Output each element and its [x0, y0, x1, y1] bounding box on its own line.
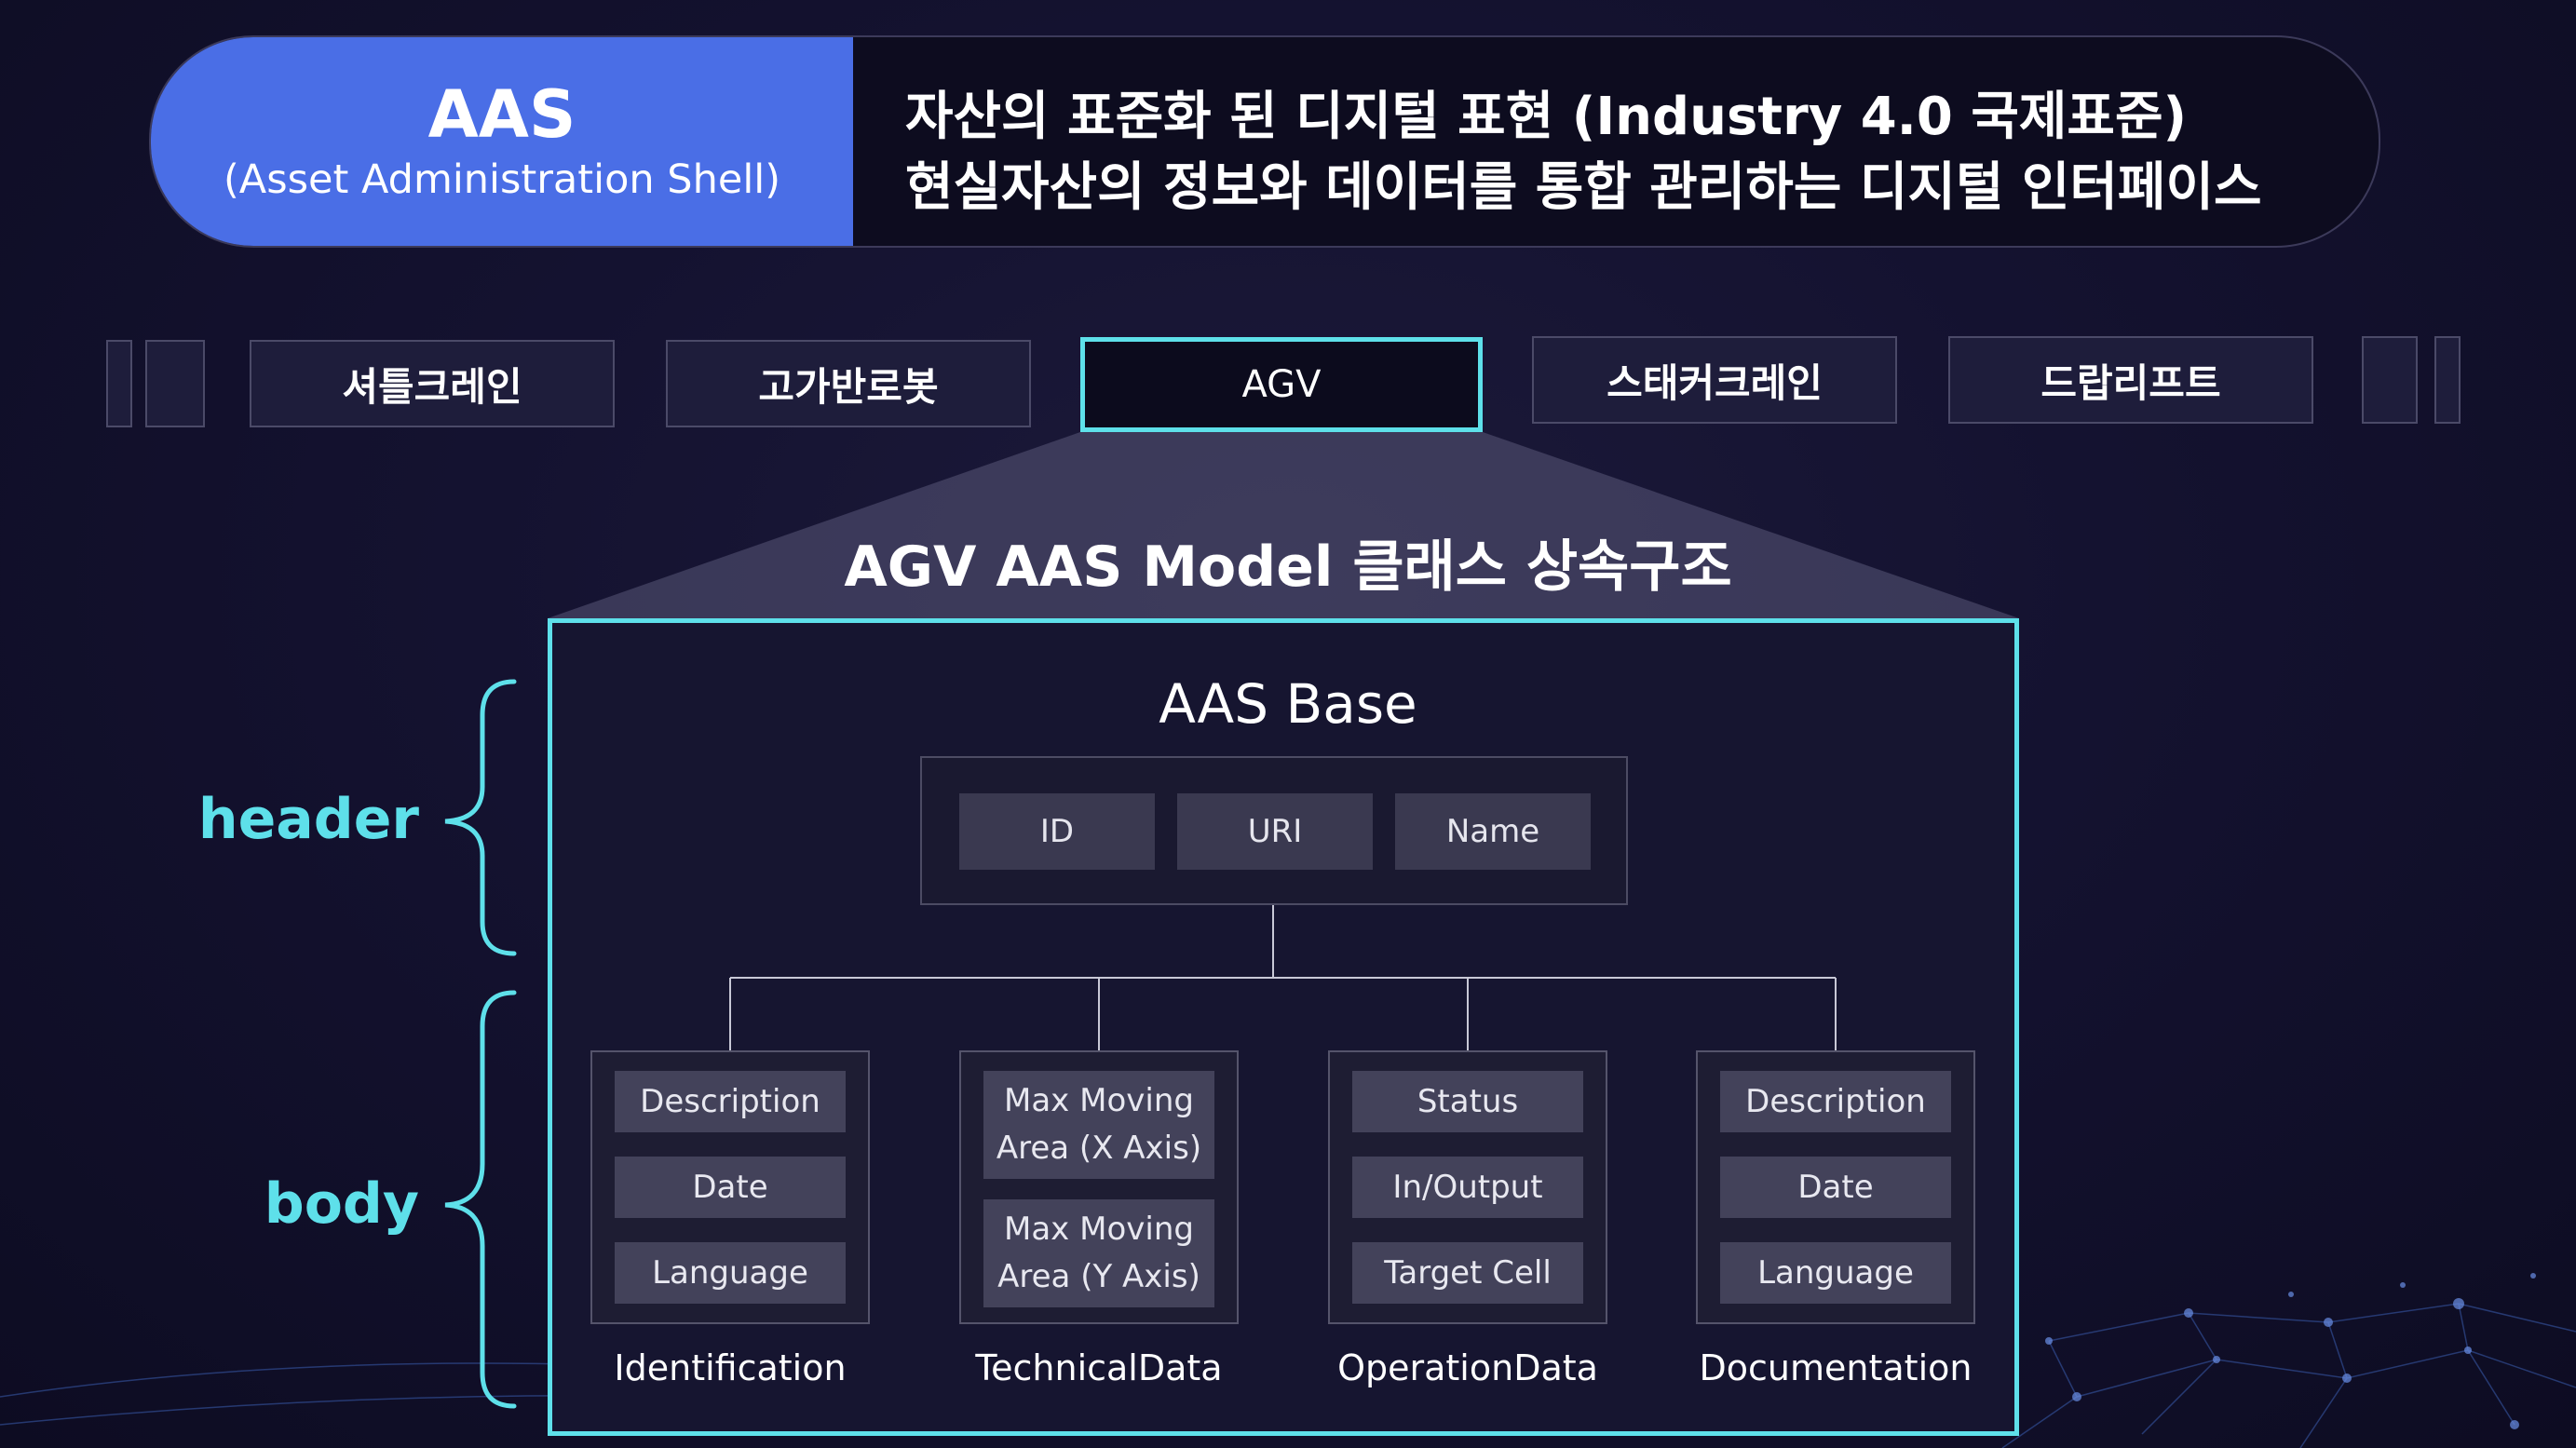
group-label-technicaldata: TechnicalData [975, 1347, 1223, 1388]
operationdata-item-target-cell: Target Cell [1352, 1242, 1583, 1304]
tab-stub-left-outer [106, 340, 132, 427]
model-title: AGV AAS Model 클래스 상속구조 [844, 535, 1732, 600]
technicaldata-item-x-axis: Max Moving Area (X Axis) [983, 1071, 1214, 1179]
tab-stub-right-outer [2434, 336, 2461, 424]
technicaldata-item-y-axis: Max Moving Area (Y Axis) [983, 1199, 1214, 1307]
identification-item-language: Language [615, 1242, 846, 1304]
tab-shuttle-crane[interactable]: 셔틀크레인 [250, 340, 615, 427]
tab-stub-left-inner [145, 340, 205, 427]
aas-banner-line-2: 현실자산의 정보와 데이터를 통합 관리하는 디지털 인터페이스 [905, 157, 2262, 218]
group-technicaldata: Max Moving Area (X Axis) Max Moving Area… [959, 1050, 1239, 1324]
documentation-item-description: Description [1720, 1071, 1951, 1132]
aas-banner-line-1: 자산의 표준화 된 디지털 표현 (Industry 4.0 국제표준) [905, 87, 2188, 147]
tab-stub-right-inner [2362, 336, 2418, 424]
group-identification: Description Date Language [590, 1050, 870, 1324]
aas-banner-subtitle: (Asset Administration Shell) [224, 156, 780, 203]
body-label: body [264, 1171, 419, 1237]
aas-base-title: AAS Base [1159, 672, 1417, 736]
tab-gantry-robot[interactable]: 고가반로봇 [666, 340, 1031, 427]
group-label-operationdata: OperationData [1337, 1347, 1598, 1388]
tab-drop-lift[interactable]: 드랍리프트 [1948, 336, 2313, 424]
base-field-id: ID [959, 793, 1155, 870]
operationdata-item-status: Status [1352, 1071, 1583, 1132]
aas-base-box: ID URI Name [920, 756, 1628, 905]
identification-item-date: Date [615, 1157, 846, 1218]
group-label-documentation: Documentation [1699, 1347, 1973, 1388]
group-operationdata: Status In/Output Target Cell [1328, 1050, 1607, 1324]
aas-banner-label-panel: AAS (Asset Administration Shell) [151, 37, 853, 246]
base-field-name: Name [1395, 793, 1591, 870]
aas-banner-title: AAS [427, 76, 576, 153]
tab-stacker-crane[interactable]: 스태커크레인 [1532, 336, 1897, 424]
documentation-item-language: Language [1720, 1242, 1951, 1304]
identification-item-description: Description [615, 1071, 846, 1132]
group-documentation: Description Date Language [1696, 1050, 1975, 1324]
tab-agv[interactable]: AGV [1080, 337, 1483, 432]
operationdata-item-inoutput: In/Output [1352, 1157, 1583, 1218]
base-field-uri: URI [1177, 793, 1373, 870]
header-label: header [197, 787, 419, 852]
group-label-identification: Identification [614, 1347, 847, 1388]
aas-definition-banner: AAS (Asset Administration Shell) 자산의 표준화… [149, 35, 2380, 248]
documentation-item-date: Date [1720, 1157, 1951, 1218]
